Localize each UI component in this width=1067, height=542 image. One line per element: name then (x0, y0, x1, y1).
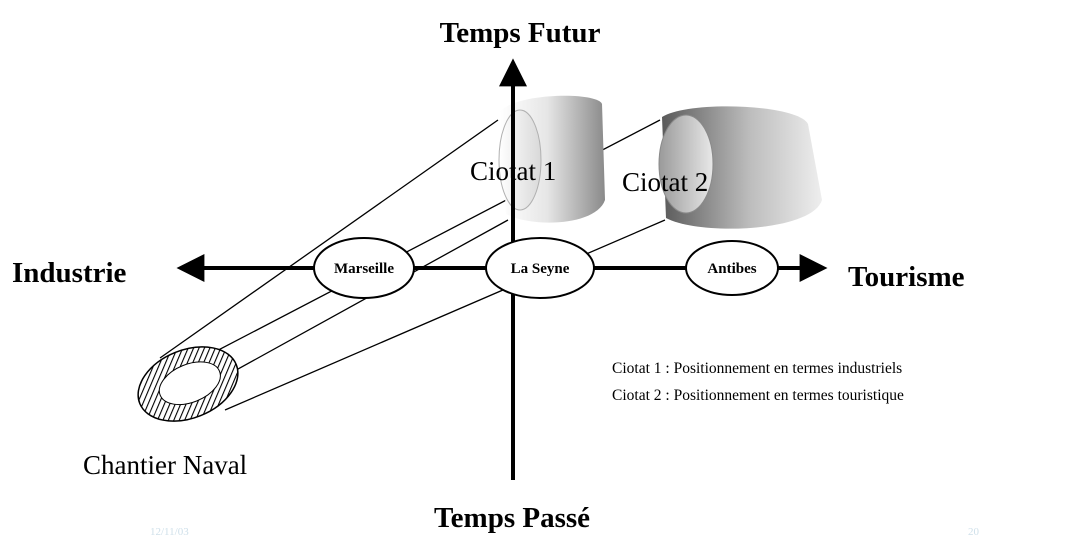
axis-label-right: Tourisme (848, 261, 965, 293)
node-label: La Seyne (511, 261, 570, 277)
ciotat-1-cylinder (498, 95, 605, 223)
axis-label-top: Temps Futur (440, 17, 601, 49)
projection-line (224, 219, 666, 411)
node-marseille: Marseille (313, 237, 415, 299)
axis-label-bottom: Temps Passé (434, 502, 590, 534)
footer-page: 20 (968, 526, 980, 537)
hatched-ring-icon (137, 346, 239, 422)
legend-line-2: Ciotat 2 : Positionnement en termes tour… (612, 387, 904, 404)
cylinder-label-ciotat-2: Ciotat 2 (622, 167, 708, 197)
source-label: Chantier Naval (83, 450, 247, 480)
ciotat-2-cylinder (658, 106, 822, 229)
node-la-seyne: La Seyne (485, 237, 595, 299)
axis-label-left: Industrie (12, 257, 127, 289)
projection-line (199, 219, 509, 391)
node-antibes: Antibes (685, 240, 779, 296)
node-label: Marseille (334, 261, 394, 277)
footer-date: 12/11/03 (150, 526, 189, 537)
legend: Ciotat 1 : Positionnement en termes indu… (612, 360, 904, 404)
projection-line (159, 119, 499, 359)
cylinder-label-ciotat-1: Ciotat 1 (470, 156, 556, 186)
legend-line-1: Ciotat 1 : Positionnement en termes indu… (612, 360, 902, 377)
projection-lines (159, 119, 666, 411)
node-label: Antibes (707, 261, 756, 277)
